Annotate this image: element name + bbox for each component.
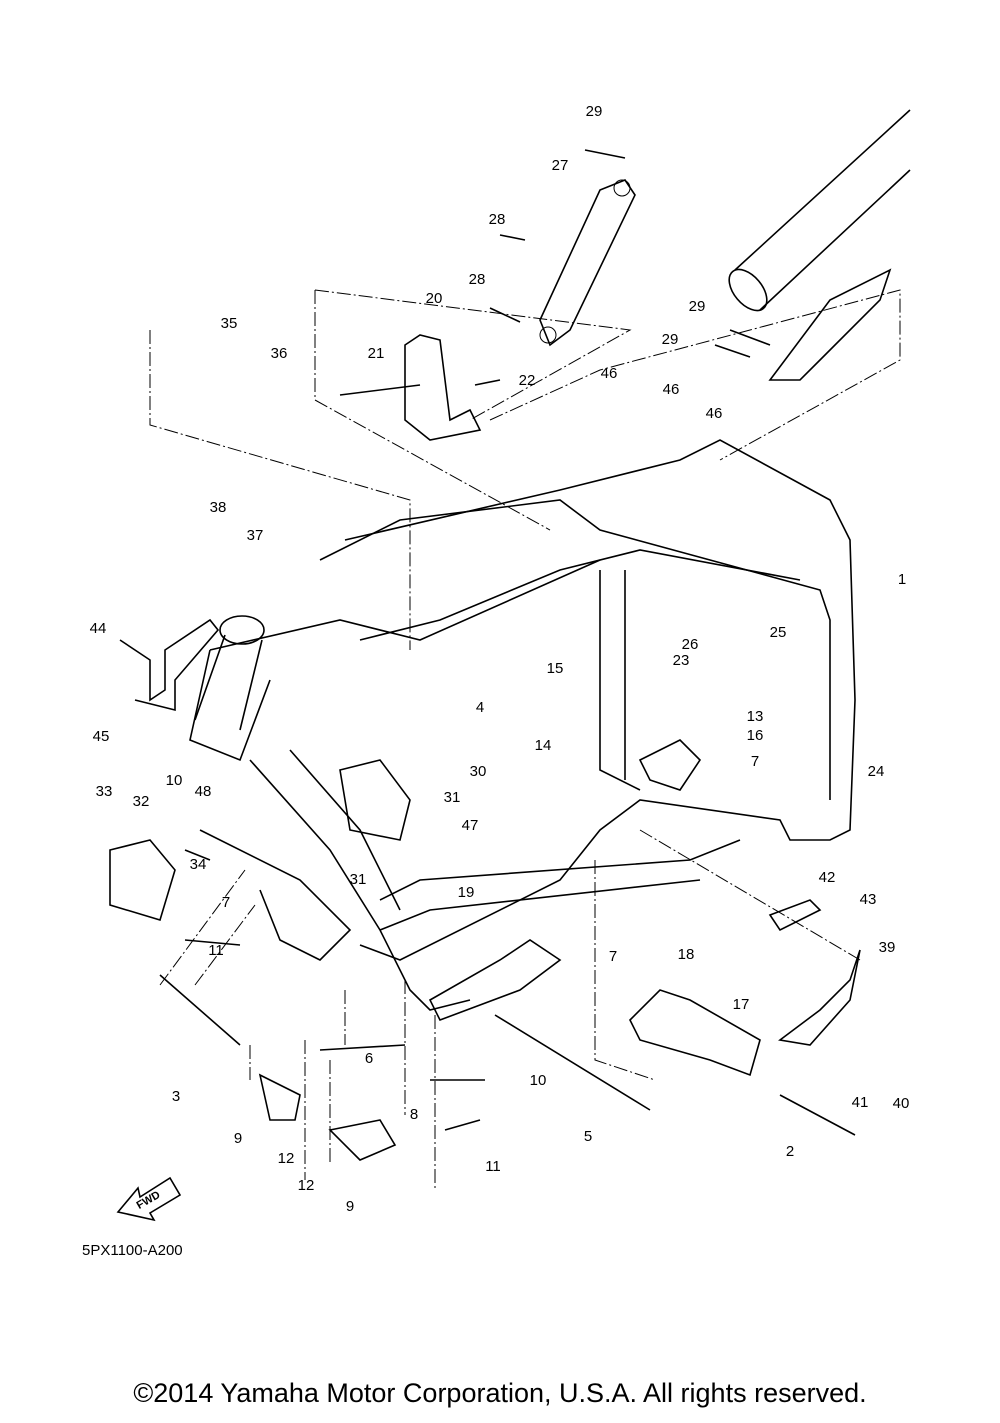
- callout: 9: [346, 1198, 354, 1215]
- callout: 31: [444, 789, 461, 806]
- callout: 36: [271, 345, 288, 362]
- callout: 7: [222, 894, 230, 911]
- callout: 7: [751, 753, 759, 770]
- callout: 6: [365, 1050, 373, 1067]
- callout: 13: [747, 708, 764, 725]
- callout: 34: [190, 856, 207, 873]
- callout: 46: [601, 365, 618, 382]
- callout: 9: [234, 1130, 242, 1147]
- callout: 26: [682, 636, 699, 653]
- callout: 10: [530, 1072, 547, 1089]
- callout: 38: [210, 499, 227, 516]
- callout: 14: [535, 737, 552, 754]
- callout: 18: [678, 946, 695, 963]
- callout: 40: [893, 1095, 910, 1112]
- callout: 39: [879, 939, 896, 956]
- callout: 43: [860, 891, 877, 908]
- callout: 23: [673, 652, 690, 669]
- callout: 41: [852, 1094, 869, 1111]
- callout: 29: [689, 298, 706, 315]
- callout: 4: [476, 699, 484, 716]
- callout: 5: [584, 1128, 592, 1145]
- callout: 35: [221, 315, 238, 332]
- copyright-notice: ©2014 Yamaha Motor Corporation, U.S.A. A…: [133, 1378, 867, 1408]
- callout: 1: [898, 571, 906, 588]
- callout: 21: [368, 345, 385, 362]
- forward-direction-arrow: FWD: [116, 1176, 182, 1222]
- diagram-code: 5PX1100-A200: [82, 1242, 183, 1259]
- callout: 15: [547, 660, 564, 677]
- callout: 2: [786, 1143, 794, 1160]
- callout: 45: [93, 728, 110, 745]
- callout: 32: [133, 793, 150, 810]
- callout: 8: [410, 1106, 418, 1123]
- callout: 25: [770, 624, 787, 641]
- callout: 11: [208, 942, 224, 959]
- frame-drawing: [109, 109, 911, 1190]
- callout: 17: [733, 996, 750, 1013]
- callout: 47: [462, 817, 479, 834]
- callout: 10: [166, 772, 183, 789]
- callout: 44: [90, 620, 107, 637]
- callout: 30: [470, 763, 487, 780]
- callout: 29: [662, 331, 679, 348]
- callout: 46: [706, 405, 723, 422]
- callout: 20: [426, 290, 443, 307]
- callout: 16: [747, 727, 764, 744]
- callout-labels: 29 27 28 28 29 29 20 21 22 35 36 46 46 4…: [90, 103, 910, 1215]
- callout: 19: [458, 884, 475, 901]
- callout: 3: [172, 1088, 180, 1105]
- callout: 29: [586, 103, 603, 120]
- callout: 31: [350, 871, 367, 888]
- callout: 48: [195, 783, 212, 800]
- callout: 46: [663, 381, 680, 398]
- callout: 28: [489, 211, 506, 228]
- callout: 11: [485, 1158, 501, 1175]
- callout: 28: [469, 271, 486, 288]
- callout: 24: [868, 763, 885, 780]
- callout: 42: [819, 869, 836, 886]
- callout: 37: [247, 527, 264, 544]
- callout: 12: [278, 1150, 295, 1167]
- callout: 33: [96, 783, 113, 800]
- callout: 27: [552, 157, 569, 174]
- callout: 22: [519, 372, 536, 389]
- callout: 12: [298, 1177, 315, 1194]
- callout: 7: [609, 948, 617, 965]
